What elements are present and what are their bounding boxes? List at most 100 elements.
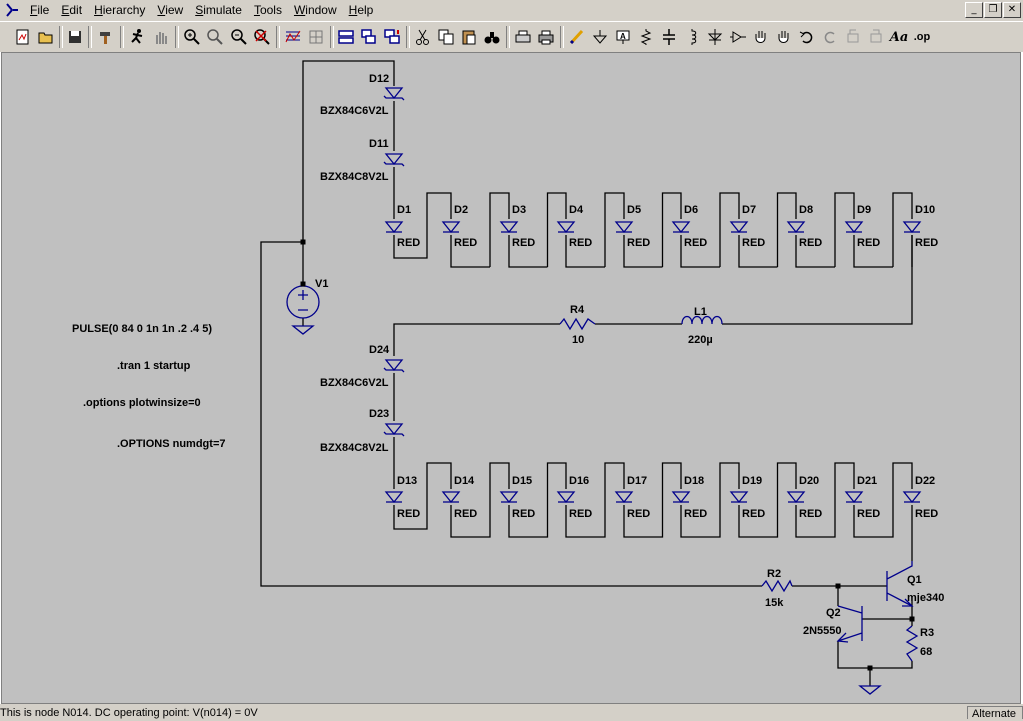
led-d19[interactable] <box>729 491 749 504</box>
led-d6[interactable] <box>671 221 691 234</box>
hammer-icon[interactable] <box>95 26 117 48</box>
wire[interactable] <box>795 462 855 538</box>
wire[interactable] <box>853 462 913 538</box>
wire-v1-top[interactable] <box>302 60 395 242</box>
led-d20[interactable] <box>786 491 806 504</box>
wire-v1-r2[interactable] <box>260 241 762 587</box>
wire[interactable] <box>738 462 797 538</box>
copy-icon[interactable] <box>435 26 457 48</box>
wire[interactable] <box>393 462 452 530</box>
wire-q1-q2[interactable] <box>862 601 913 620</box>
print-icon[interactable] <box>535 26 557 48</box>
zoom-cancel-icon[interactable] <box>251 26 273 48</box>
wire[interactable] <box>450 235 490 268</box>
wire[interactable] <box>719 192 740 267</box>
wire[interactable] <box>834 192 855 267</box>
menu-item-file[interactable]: File <box>30 3 50 17</box>
wire[interactable] <box>546 192 567 267</box>
rotate-icon[interactable] <box>842 26 864 48</box>
led-d7[interactable] <box>729 221 749 234</box>
plot-settings-icon[interactable] <box>282 26 304 48</box>
led-d1[interactable] <box>384 221 404 234</box>
wire[interactable] <box>795 235 835 268</box>
wire[interactable] <box>680 462 740 538</box>
move-hand-icon[interactable] <box>750 26 772 48</box>
led-d22[interactable] <box>902 491 922 504</box>
zoom-out-icon[interactable] <box>228 26 250 48</box>
cascade-icon[interactable] <box>381 26 403 48</box>
wire[interactable] <box>623 462 682 538</box>
wire[interactable] <box>450 462 510 538</box>
find-binoculars-icon[interactable] <box>481 26 503 48</box>
tile-vertical-icon[interactable] <box>358 26 380 48</box>
wire[interactable] <box>738 235 778 268</box>
autorange-icon[interactable] <box>305 26 327 48</box>
menu-item-edit[interactable]: Edit <box>61 3 83 17</box>
led-d9[interactable] <box>844 221 864 234</box>
wire-d10-l1[interactable] <box>722 235 913 325</box>
led-d3[interactable] <box>499 221 519 234</box>
capacitor-icon[interactable] <box>658 26 680 48</box>
wire[interactable] <box>393 192 452 259</box>
wire[interactable] <box>661 192 682 267</box>
menu-item-simulate[interactable]: Simulate <box>195 3 242 17</box>
wire-r3-gnd[interactable] <box>837 641 913 669</box>
schematic-drawing[interactable]: D12BZX84C6V2LD11BZX84C8V2LD1REDD2REDD3RE… <box>2 53 1020 703</box>
led-d15[interactable] <box>499 491 519 504</box>
save-icon[interactable] <box>64 26 86 48</box>
restore-button[interactable]: ❐ <box>984 2 1002 18</box>
component-icon[interactable] <box>727 26 749 48</box>
diode-icon[interactable] <box>704 26 726 48</box>
run-icon[interactable] <box>126 26 148 48</box>
close-button[interactable]: ✕ <box>1003 2 1021 18</box>
wire[interactable] <box>508 462 567 538</box>
cut-icon[interactable] <box>412 26 434 48</box>
led-d17[interactable] <box>614 491 634 504</box>
wire[interactable] <box>853 235 893 268</box>
tile-horizontal-icon[interactable] <box>335 26 357 48</box>
led-d5[interactable] <box>614 221 634 234</box>
wire[interactable] <box>680 235 720 268</box>
menu-item-window[interactable]: Window <box>293 3 337 17</box>
zener-diode-d24[interactable] <box>383 359 405 373</box>
wire[interactable] <box>776 192 797 267</box>
app-icon[interactable] <box>4 2 20 18</box>
zener-diode-d23[interactable] <box>383 423 405 437</box>
menu-item-hierarchy[interactable]: Hierarchy <box>94 3 146 17</box>
led-d18[interactable] <box>671 491 691 504</box>
minimize-button[interactable]: _ <box>965 2 983 18</box>
spice-directive-icon[interactable]: .op <box>913 31 931 43</box>
paste-icon[interactable] <box>458 26 480 48</box>
wire[interactable] <box>489 192 510 267</box>
halt-hand-icon[interactable] <box>150 26 172 48</box>
wire[interactable] <box>565 235 605 268</box>
menu-item-help[interactable]: Help <box>348 3 374 17</box>
wire[interactable] <box>604 192 625 267</box>
zener-diode-d12[interactable] <box>383 87 405 101</box>
mirror-icon[interactable] <box>865 26 887 48</box>
redo-icon[interactable] <box>819 26 841 48</box>
wire[interactable] <box>892 192 913 267</box>
menu-item-tools[interactable]: Tools <box>253 3 282 17</box>
led-d4[interactable] <box>556 221 576 234</box>
zener-diode-d11[interactable] <box>383 153 405 167</box>
led-d14[interactable] <box>441 491 461 504</box>
zoom-in-icon[interactable] <box>181 26 203 48</box>
led-d21[interactable] <box>844 491 864 504</box>
wire[interactable] <box>623 235 663 268</box>
wire[interactable] <box>508 235 548 268</box>
zoom-area-icon[interactable] <box>204 26 226 48</box>
label-net-icon[interactable]: A <box>612 26 634 48</box>
drag-hand-icon[interactable] <box>773 26 795 48</box>
wire[interactable] <box>565 462 625 538</box>
text-icon[interactable]: Aa <box>889 29 909 45</box>
led-d2[interactable] <box>441 221 461 234</box>
print-setup-icon[interactable] <box>512 26 534 48</box>
resistor-icon[interactable] <box>635 26 657 48</box>
led-d16[interactable] <box>556 491 576 504</box>
led-d8[interactable] <box>786 221 806 234</box>
new-schematic-icon[interactable] <box>12 26 34 48</box>
inductor-icon[interactable] <box>681 26 703 48</box>
draw-wire-pencil-icon[interactable] <box>566 26 588 48</box>
ground-icon[interactable] <box>589 26 611 48</box>
